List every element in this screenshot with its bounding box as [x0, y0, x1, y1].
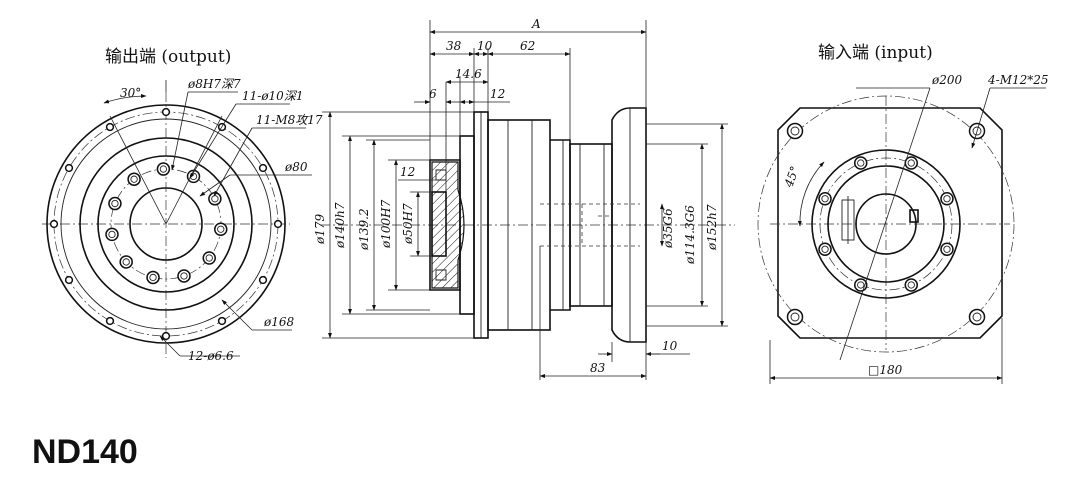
dim-6-label: 6 [429, 87, 437, 101]
dia-114-label: ø114.3G6 [683, 205, 697, 265]
flange-hole [818, 242, 832, 257]
bolt-hole-inner [180, 272, 188, 280]
mount-holes-label: 12-ø6.6 [188, 349, 234, 363]
mount-hole [258, 163, 268, 173]
bolt-hole-inner [130, 175, 138, 183]
mount-hole [64, 163, 74, 173]
mount-hole [258, 275, 268, 285]
output-angle-label: 30° [120, 86, 141, 100]
mount-hole [49, 219, 59, 229]
corner-hole-inner [790, 126, 800, 136]
output-end-view: 输出端 (output) 30° ø8H7深7 11-ø10深1 11-M8攻1… [42, 47, 323, 363]
pin-hole-label: ø8H7深7 [187, 77, 241, 91]
mount-holes [49, 107, 283, 341]
flange-hole [940, 242, 954, 257]
flange-hole-inner [907, 159, 915, 167]
bolt-hole [127, 172, 141, 186]
bolt-hole [156, 162, 171, 176]
flange-hole [940, 191, 954, 206]
thread-label: 11-M8攻17 [256, 113, 323, 127]
mount-hole [217, 316, 227, 326]
dia-152-label: ø152h7 [705, 204, 719, 251]
dia-179-label: ø179 [313, 214, 327, 245]
dia-50-label: ø50H7 [401, 203, 415, 245]
flange-hole-inner [821, 245, 829, 253]
bolt-hole [146, 270, 160, 285]
square-flange-outline [777, 107, 1003, 339]
side-section-view: A 38 10 62 14.6 6 12 ø179 ø140h7 ø139.2 [313, 17, 735, 380]
flange-hole [904, 278, 919, 292]
center-bore-circle [129, 187, 203, 261]
bolt-hole-inner [108, 230, 116, 239]
flange-hole-inner [943, 245, 951, 253]
flange-hole-inner [943, 195, 951, 203]
flange-hole [853, 156, 868, 170]
corner-hole-inner [790, 312, 800, 322]
flange-hole-inner [857, 281, 865, 289]
dim-10-bottom-label: 10 [662, 339, 678, 353]
bolt-hole [177, 269, 191, 283]
mount-hole [64, 275, 74, 285]
dim-38-label: 38 [446, 39, 462, 53]
output-title: 输出端 (output) [105, 47, 231, 67]
dia-35-label: ø35G6 [661, 208, 675, 249]
flange-hole-inner [857, 159, 865, 167]
corner-hole [786, 122, 804, 140]
bolt-hole [105, 227, 119, 242]
flange-hole [818, 191, 832, 206]
bolt-hole [214, 222, 228, 236]
dim-62-label: 62 [520, 39, 535, 53]
input-holes-label: 4-M12*25 [987, 73, 1049, 87]
bolt-hole-label: 11-ø10深1 [242, 89, 303, 103]
bolt-hole [119, 255, 133, 269]
dim-83-label: 83 [590, 361, 606, 375]
bolt-hole-inner [111, 199, 119, 208]
mount-hole [161, 331, 171, 341]
input-end-view: 输入端 (input) ø200 4-M12*25 45° □180 [757, 43, 1049, 384]
square-size-label: □180 [868, 363, 903, 377]
dia-140-label: ø140h7 [333, 202, 347, 249]
overall-length-label: A [531, 17, 541, 31]
dim-12-top-label: 12 [490, 87, 505, 101]
bolt-hole [202, 251, 216, 265]
bolt-hole-inner [122, 258, 130, 266]
bolt-circle-label: ø168 [263, 315, 294, 329]
mount-hole [161, 107, 171, 117]
bolt-hole-inner [149, 273, 157, 282]
flange-hole [904, 156, 919, 170]
corner-hole [968, 308, 986, 326]
dia-139-label: ø139.2 [357, 208, 371, 251]
flange-hole-inner [907, 281, 915, 289]
corner-hole-inner [972, 126, 982, 136]
bolt-hole-inner [217, 225, 225, 233]
dia-100-label: ø100H7 [379, 199, 393, 249]
input-title: 输入端 (input) [818, 43, 933, 63]
dim-14-6-label: 14.6 [455, 67, 482, 81]
bolt-hole-inner [205, 254, 213, 262]
corner-hole-inner [972, 312, 982, 322]
input-angle-label: 45° [781, 164, 802, 190]
model-name: ND140 [32, 433, 138, 471]
mount-hole [273, 219, 283, 229]
dim-10-top-label: 10 [477, 39, 493, 53]
mount-hole [105, 316, 115, 326]
bore-label: ø80 [284, 160, 308, 174]
dim-12-left-label: 12 [400, 165, 415, 179]
input-pcd-label: ø200 [931, 73, 962, 87]
input-bore-circle [855, 193, 917, 255]
outer-flange-circle [46, 104, 286, 344]
corner-hole [786, 308, 804, 326]
bolt-hole [108, 196, 122, 211]
mount-hole [105, 122, 115, 132]
bolt-hole-inner [159, 165, 168, 173]
